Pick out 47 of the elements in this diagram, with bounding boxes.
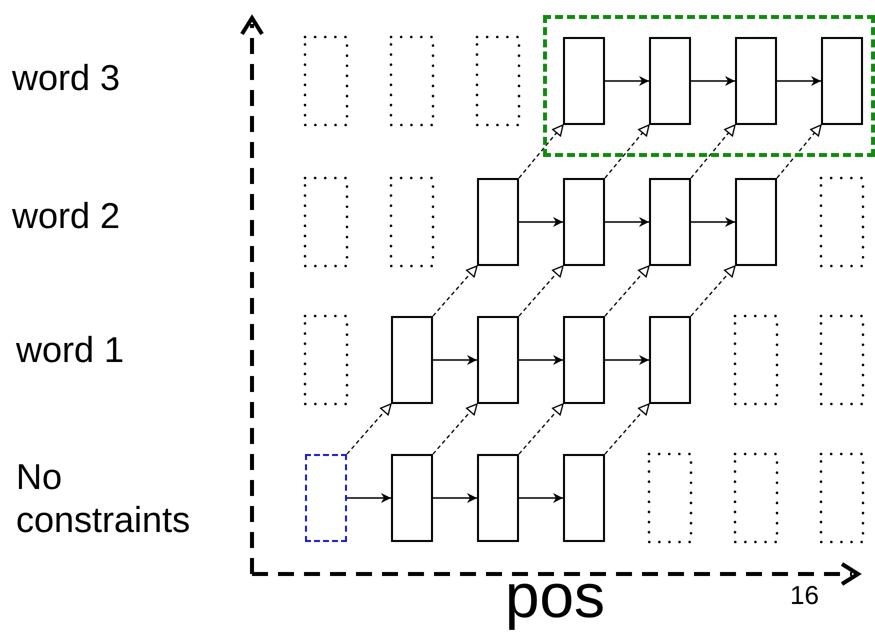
- axis-title: pos: [505, 561, 605, 633]
- state-box: [821, 37, 863, 125]
- arrow: [519, 493, 563, 503]
- highlight-region: [543, 15, 875, 157]
- row-label: word 1: [16, 328, 124, 372]
- arrow: [691, 76, 735, 86]
- page-number: 16: [790, 580, 819, 612]
- arrow: [605, 217, 649, 227]
- state-box: [477, 454, 519, 542]
- state-box: [477, 178, 519, 266]
- start-box: [305, 454, 347, 542]
- arrow: [433, 493, 477, 503]
- arrow: [518, 124, 564, 178]
- state-box: [563, 37, 605, 125]
- state-box: [563, 454, 605, 542]
- state-box: [735, 37, 777, 125]
- arrow: [432, 265, 478, 316]
- arrow: [776, 124, 822, 178]
- state-box: [563, 178, 605, 266]
- arrow: [691, 217, 735, 227]
- arrow: [604, 403, 650, 454]
- state-box: [649, 37, 691, 125]
- arrow: [777, 76, 821, 86]
- row-label: No constraints: [16, 455, 192, 542]
- arrow: [347, 493, 391, 503]
- arrow: [518, 403, 564, 454]
- arrow: [605, 355, 649, 365]
- state-box: [391, 454, 433, 542]
- arrow: [519, 355, 563, 365]
- arrow: [518, 265, 564, 316]
- state-box: [649, 178, 691, 266]
- state-box: [735, 178, 777, 266]
- arrow: [432, 403, 478, 454]
- arrow: [604, 265, 650, 316]
- arrow: [605, 76, 649, 86]
- arrow: [690, 124, 736, 178]
- arrow: [519, 217, 563, 227]
- arrow: [690, 265, 736, 316]
- state-box: [563, 316, 605, 404]
- state-box: [391, 316, 433, 404]
- state-box: [649, 316, 691, 404]
- arrow: [604, 124, 650, 178]
- row-label: word 3: [12, 56, 120, 100]
- state-box: [477, 316, 519, 404]
- arrow: [346, 403, 392, 454]
- row-label: word 2: [12, 194, 120, 238]
- arrow: [433, 355, 477, 365]
